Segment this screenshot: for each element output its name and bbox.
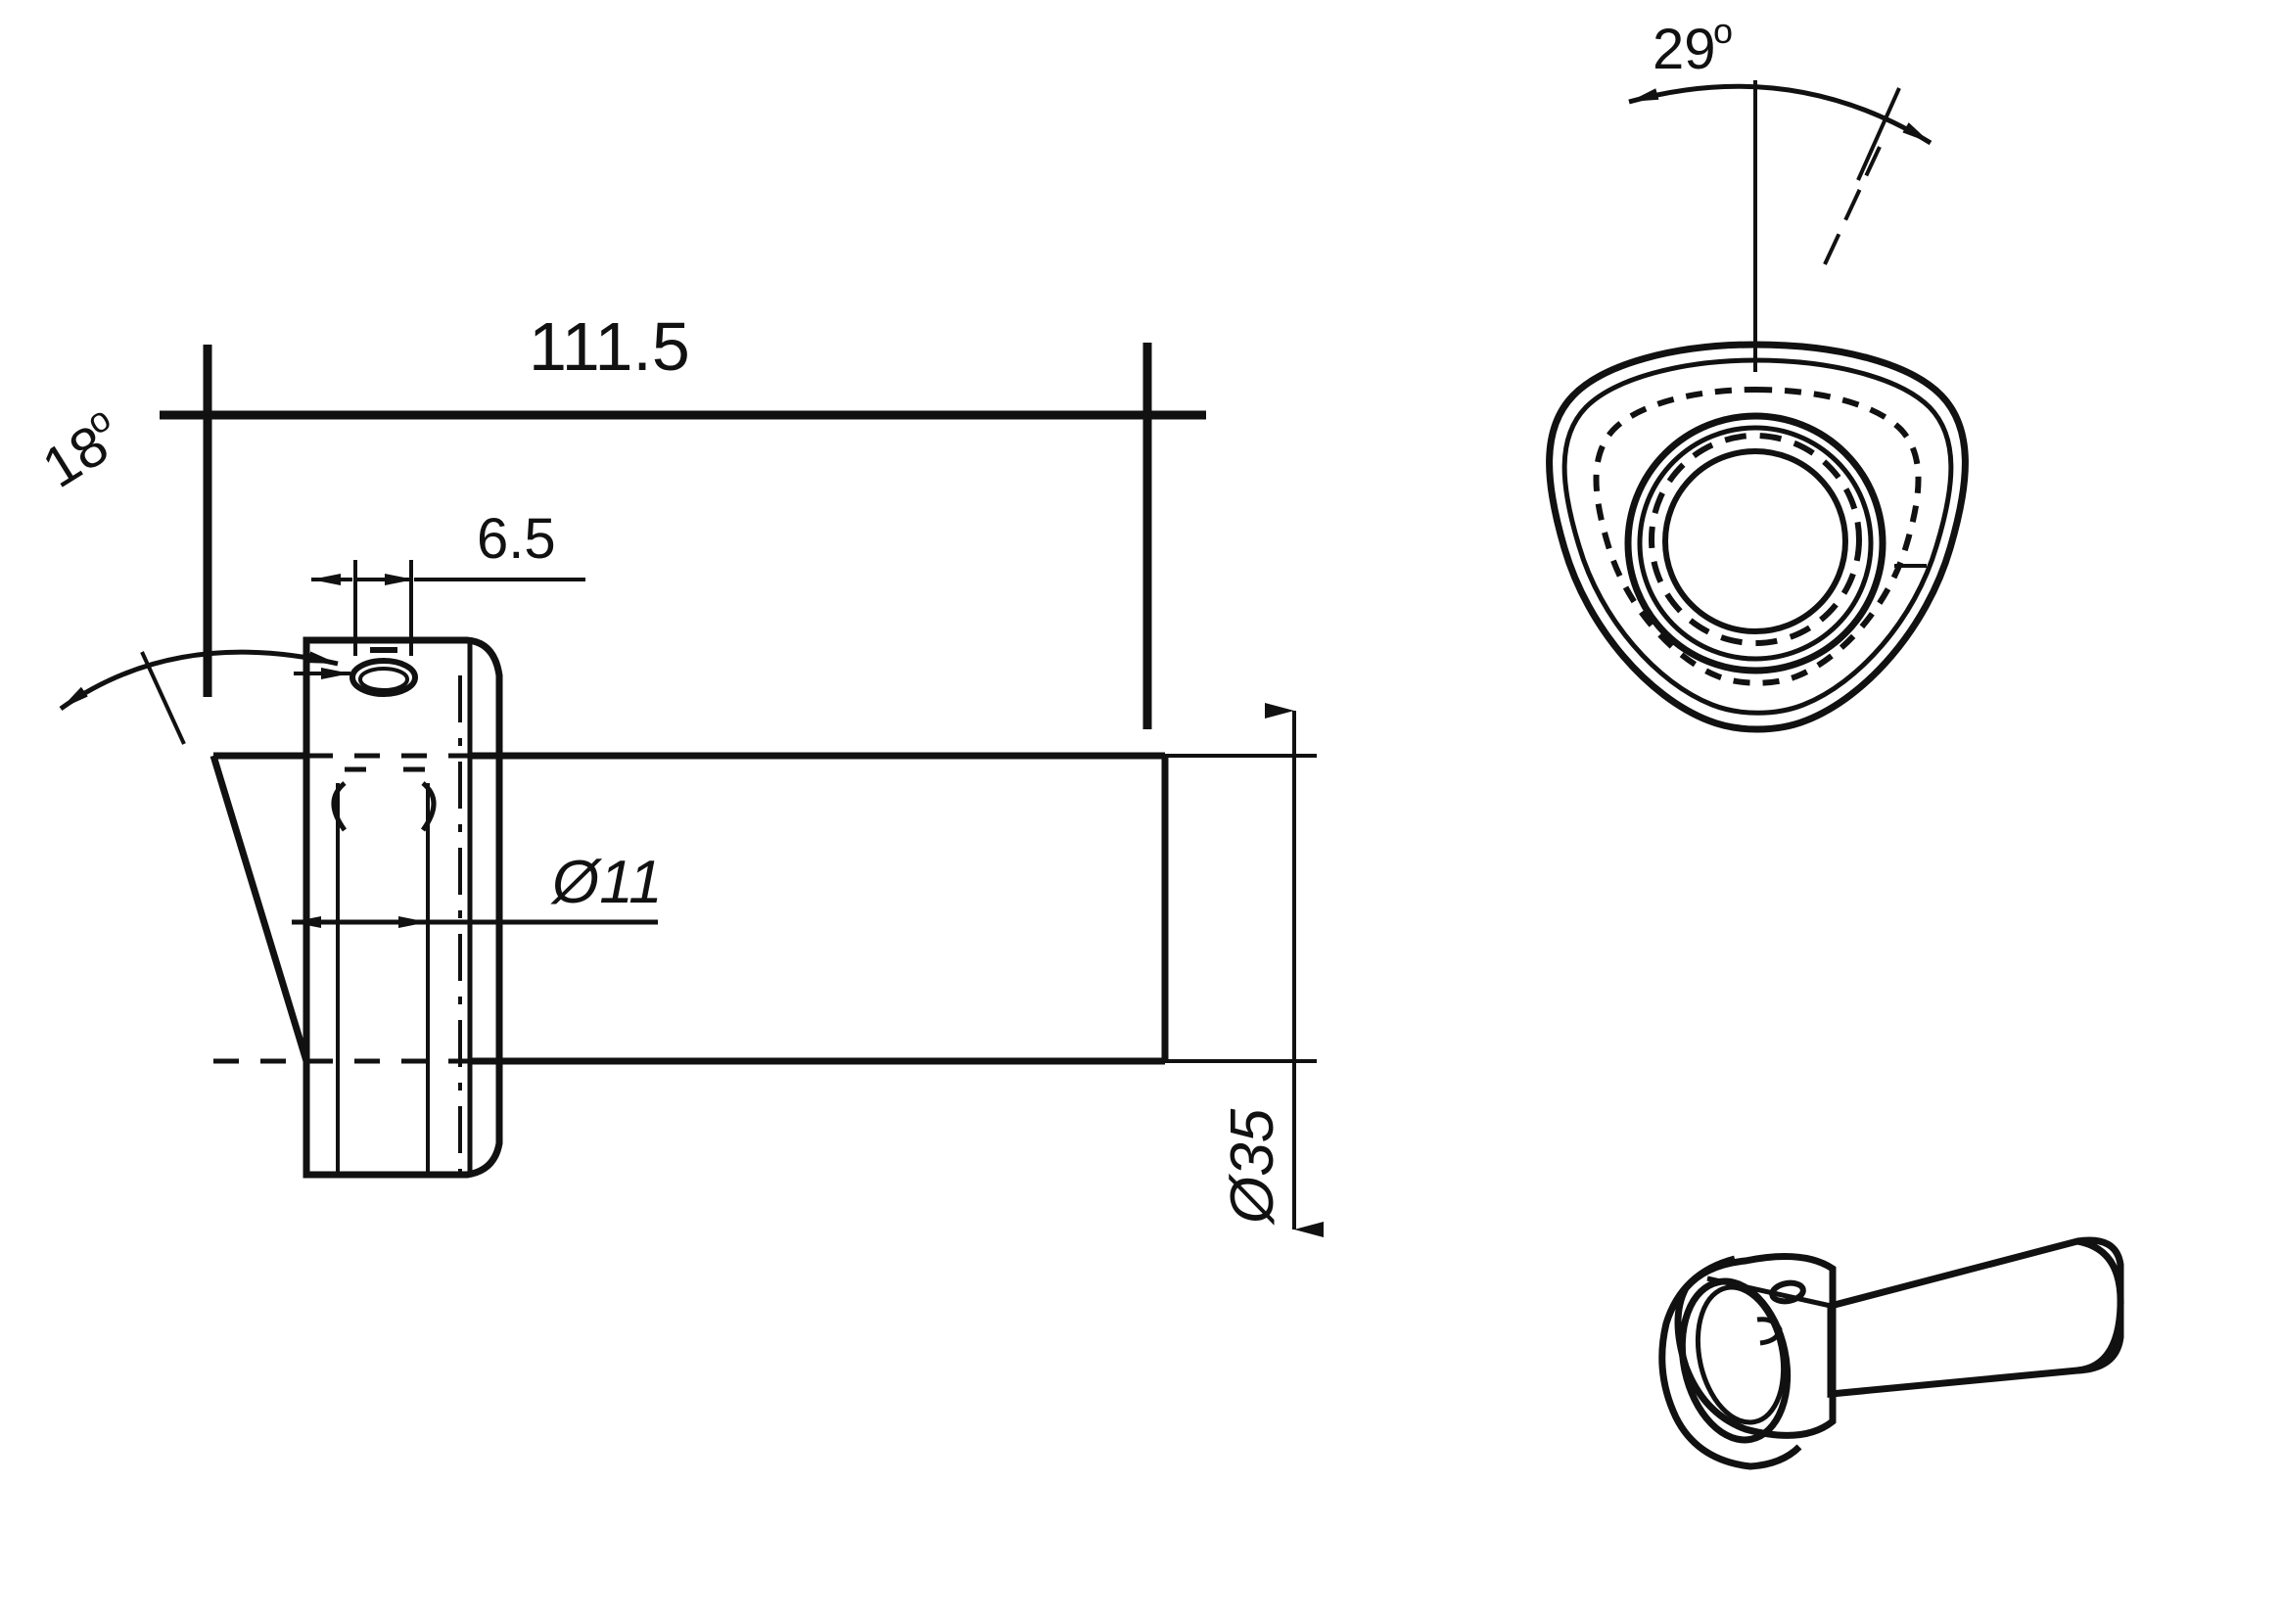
small-hole-ellipse-outer [349, 658, 418, 697]
small-hole-ellipse-inner [358, 667, 409, 692]
flange-outer-profile-offset [1561, 357, 1954, 716]
counterbore-arc-left [331, 781, 348, 832]
bore-hidden-circle [1649, 433, 1862, 646]
isometric-view-geometry [1658, 1236, 2124, 1470]
bore-outer-circle [1624, 412, 1886, 674]
counterbore-arc-right [420, 781, 437, 832]
dimension-flange-angle: 18 o [31, 397, 339, 745]
dimension-shaft-diameter: Ø35 [1165, 703, 1324, 1237]
bore-outer-circle-offset [1637, 425, 1874, 662]
end-view-geometry [1546, 80, 1969, 733]
lobe-angle-reference-line [1823, 146, 1882, 265]
bore-diameter-label: Ø11 [550, 849, 663, 916]
dimension-bore-diameter: Ø11 [292, 849, 663, 928]
overall-length-label: 111.5 [529, 308, 690, 385]
lobe-angle-degree-symbol: o [1713, 11, 1733, 51]
dimension-lobe-angle: 29 o [1628, 11, 1933, 265]
hole-offset-label: 6.5 [477, 507, 556, 571]
iso-flange-rim [1658, 1255, 1802, 1470]
iso-shaft-end-ellipse [2076, 1237, 2124, 1374]
angle-reference-tick [140, 651, 186, 745]
lobe-angle-arc [1628, 83, 1933, 146]
flange-chamfer-face [210, 754, 310, 1063]
dimension-overall-length: 111.5 [160, 308, 1206, 729]
flange-outer-profile [1546, 341, 1969, 733]
flange-hidden-inner-profile [1593, 386, 1922, 686]
iso-bore-opening-inner [1695, 1284, 1787, 1425]
iso-key-slot [1756, 1317, 1783, 1346]
iso-flange-top-edge [1706, 1276, 1832, 1309]
dimension-hole-offset: 6.5 [311, 507, 585, 656]
shaft-diameter-label: Ø35 [1219, 1108, 1286, 1226]
lobe-angle-label: 29 [1653, 18, 1716, 81]
angle-arc [59, 649, 339, 712]
iso-shaft-body [1827, 1236, 2124, 1398]
bore-inner-circle [1662, 448, 1848, 634]
lobe-angle-leader [1856, 87, 1901, 181]
flange-outline [303, 636, 503, 1179]
front-view-geometry [210, 636, 1169, 1184]
